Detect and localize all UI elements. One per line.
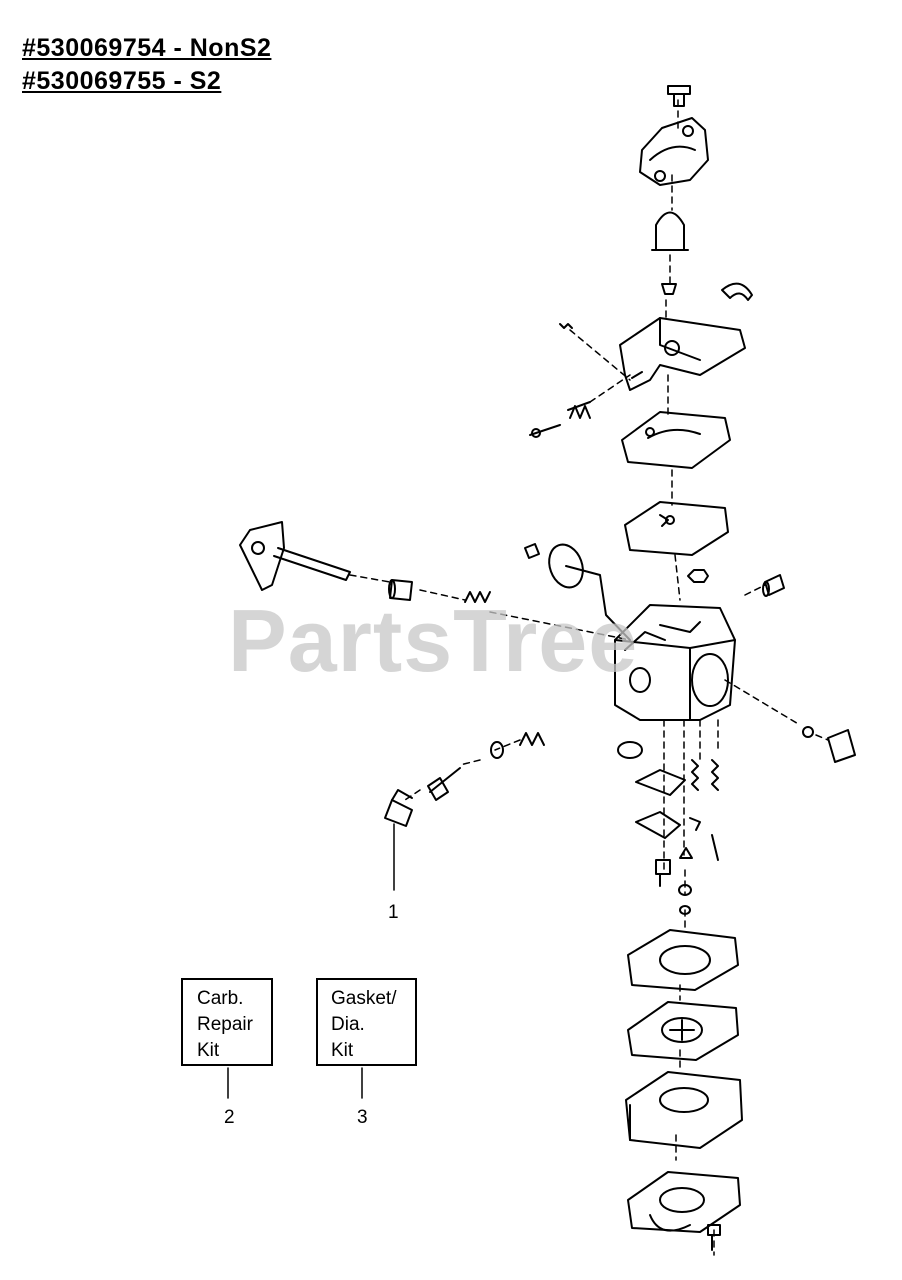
needle-spring-icon (519, 732, 545, 746)
limiter-cap-icon (384, 789, 413, 827)
idle-screw-icon (529, 424, 561, 438)
high-speed-needle-icon (802, 726, 856, 763)
pivot-screw-icon (655, 859, 671, 887)
leader-lines (349, 99, 829, 1256)
gasket-dia-kit-box: Gasket/ Dia. Kit (316, 978, 417, 1066)
model-number-nons2: #530069754 - NonS2 (22, 34, 272, 62)
carb-repair-kit-box: Carb. Repair Kit (181, 978, 273, 1066)
metering-diaphragm-icon (627, 1001, 739, 1061)
choke-shaft-bushing-icon (388, 579, 413, 601)
elbow-fitting-icon (721, 282, 753, 301)
callout-number-2: 2 (224, 1107, 235, 1128)
fitting-tube-icon (762, 574, 785, 597)
needle-washer-icon (490, 741, 504, 759)
choke-lever-icon (239, 521, 351, 591)
gasket-dia-kit-line-3: Kit (331, 1040, 354, 1061)
check-valve-icon (661, 283, 677, 295)
fuel-inlet-screen-icon (687, 569, 709, 583)
metering-gasket-icon (627, 929, 739, 991)
gasket-dia-kit-line-2: Dia. (331, 1014, 365, 1035)
idle-spring-icon (567, 401, 591, 419)
carb-repair-kit-line-2: Repair (197, 1014, 253, 1035)
callout-number-3: 3 (357, 1107, 368, 1128)
check-valve-lower-icon (678, 847, 693, 915)
low-speed-needle-icon (427, 767, 461, 801)
pump-body-icon (619, 317, 746, 391)
top-screw-icon (667, 85, 691, 107)
metering-spring-icon (691, 759, 719, 791)
gasket-dia-kit-line-1: Gasket/ (331, 988, 397, 1009)
carburetor-body-icon (614, 604, 736, 721)
carb-repair-kit-line-3: Kit (197, 1040, 220, 1061)
metering-cover-icon (625, 1071, 743, 1149)
throttle-plate-screw-icon (524, 543, 540, 559)
choke-spring-icon (464, 591, 491, 603)
cover-screw-icon (707, 1224, 721, 1251)
inlet-needle-icon (689, 817, 719, 861)
pump-diaphragm-icon (624, 501, 729, 556)
primer-bulb-icon (651, 211, 689, 251)
top-cover-plate-icon (639, 117, 709, 186)
cover-gasket-icon (627, 1171, 741, 1233)
pump-gasket-icon (621, 411, 731, 469)
small-spring-icon (559, 323, 573, 329)
welch-plug-icon (617, 741, 643, 759)
carb-repair-kit-line-1: Carb. (197, 988, 244, 1009)
model-number-s2: #530069755 - S2 (22, 67, 222, 95)
inlet-lever-icon (635, 769, 686, 839)
throttle-plate-icon (548, 543, 631, 641)
callout-number-1: 1 (388, 902, 399, 923)
